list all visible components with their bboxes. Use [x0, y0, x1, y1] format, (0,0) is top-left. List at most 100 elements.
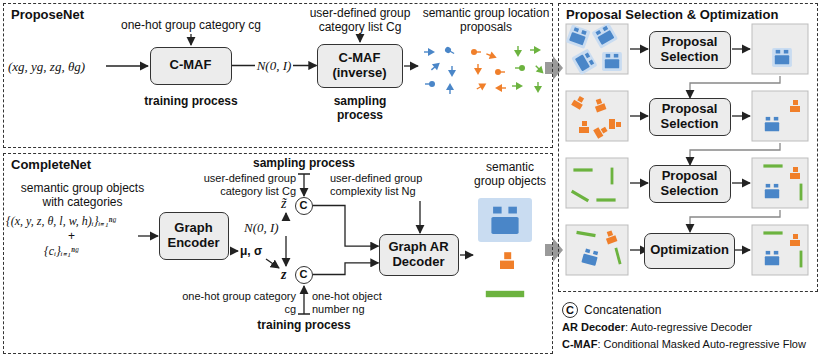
bold-label: training process — [141, 94, 241, 108]
table-glyph — [591, 22, 618, 48]
object-glyph — [571, 94, 586, 109]
object-glyph — [604, 230, 618, 245]
proposal-point — [471, 49, 481, 55]
arrow — [230, 250, 238, 251]
drawing — [766, 117, 771, 121]
process-box: Proposal Selection — [649, 165, 731, 203]
dashed-panel: Proposal Selection & OptimizationProposa… — [558, 3, 818, 292]
arrow — [630, 48, 648, 49]
proposal-point — [429, 60, 443, 73]
node-text: Proposal Selection — [654, 169, 726, 199]
object-glyph — [790, 167, 800, 179]
scene-frame — [752, 225, 808, 275]
proposal-point — [475, 80, 489, 92]
text-label: semantic group location proposals — [420, 6, 552, 34]
node-text: C-MAF (inverse) — [322, 51, 398, 81]
drawing — [609, 119, 615, 129]
drawing — [534, 46, 541, 54]
drawing — [766, 251, 771, 255]
drawing — [591, 22, 618, 48]
node-text: Optimization — [650, 243, 729, 258]
arrow — [630, 182, 648, 183]
drawing — [579, 127, 589, 133]
drawing — [495, 84, 502, 92]
drawing — [571, 48, 597, 75]
drawing — [581, 254, 597, 266]
text-label: user-defined group category list Cg — [178, 172, 296, 198]
bold-label: sampling process — [310, 94, 410, 122]
drawing — [607, 230, 613, 236]
arrow — [419, 201, 420, 233]
drawing — [611, 168, 614, 185]
process-box: Graph AR Decoder — [379, 234, 459, 276]
drawing — [577, 96, 584, 103]
arrow — [285, 213, 286, 219]
drawing — [784, 50, 789, 54]
proposal-point — [530, 46, 541, 54]
concat-circle: C — [295, 197, 313, 215]
process-box: Proposal Selection — [649, 98, 731, 136]
arrow — [266, 259, 279, 268]
drawing — [606, 54, 611, 58]
object-glyph — [593, 124, 608, 139]
drawing — [763, 164, 782, 167]
arrow — [285, 236, 286, 266]
object-glyph — [573, 168, 592, 171]
drawing — [582, 121, 587, 126]
drawing — [585, 249, 590, 254]
object-glyph — [611, 168, 614, 185]
text-label: N(0, I) — [244, 220, 279, 235]
drawing — [800, 251, 803, 268]
proposal-point — [425, 81, 435, 87]
drawing — [603, 26, 609, 31]
table-glyph — [491, 207, 518, 234]
drawing — [765, 189, 779, 198]
drawing — [763, 231, 782, 234]
drawing — [571, 190, 589, 202]
object-glyph — [800, 184, 803, 201]
object-glyph — [609, 119, 621, 129]
process-box: C-MAF — [150, 47, 232, 85]
drawing — [428, 48, 435, 56]
drawing — [772, 48, 792, 67]
drawing — [446, 83, 454, 90]
drawing — [429, 81, 435, 87]
drawing — [589, 60, 594, 66]
scene-frame — [752, 91, 808, 141]
process-box: C-MAF (inverse) — [317, 44, 403, 88]
object-glyph — [763, 164, 782, 167]
drawing — [614, 54, 619, 58]
arrow — [106, 65, 148, 66]
drawing — [508, 207, 517, 214]
object-glyph — [614, 248, 621, 265]
drawing — [790, 173, 800, 179]
arrow — [732, 115, 750, 116]
drawing — [573, 168, 592, 171]
drawing — [605, 59, 619, 68]
connector — [313, 263, 379, 275]
drawing — [595, 103, 606, 112]
drawing — [765, 256, 779, 265]
concat-circle: C — [295, 266, 313, 284]
object-glyph — [571, 190, 589, 202]
process-box: Optimization — [644, 233, 735, 269]
node-text: C — [300, 200, 308, 211]
object-glyph — [763, 231, 782, 234]
text-label: : Auto-regressive Decoder — [625, 321, 752, 334]
table-glyph — [772, 48, 792, 67]
arrow — [732, 48, 750, 49]
table-glyph — [566, 24, 591, 49]
proposal-point — [495, 69, 505, 75]
text-label: user-defined group complexity list Ng — [330, 172, 438, 198]
text-label: : Conditional Masked Auto-regressive Flo… — [597, 338, 805, 351]
drawing — [585, 52, 590, 58]
proposal-point — [444, 46, 456, 56]
process-box: Proposal Selection — [649, 31, 731, 69]
proposal-point — [534, 82, 542, 93]
arrow — [190, 34, 191, 45]
drawing — [595, 30, 601, 35]
drawing — [489, 52, 498, 62]
drawing — [776, 50, 781, 54]
bold-label: sampling process — [244, 156, 364, 170]
scene-frame — [752, 24, 808, 74]
